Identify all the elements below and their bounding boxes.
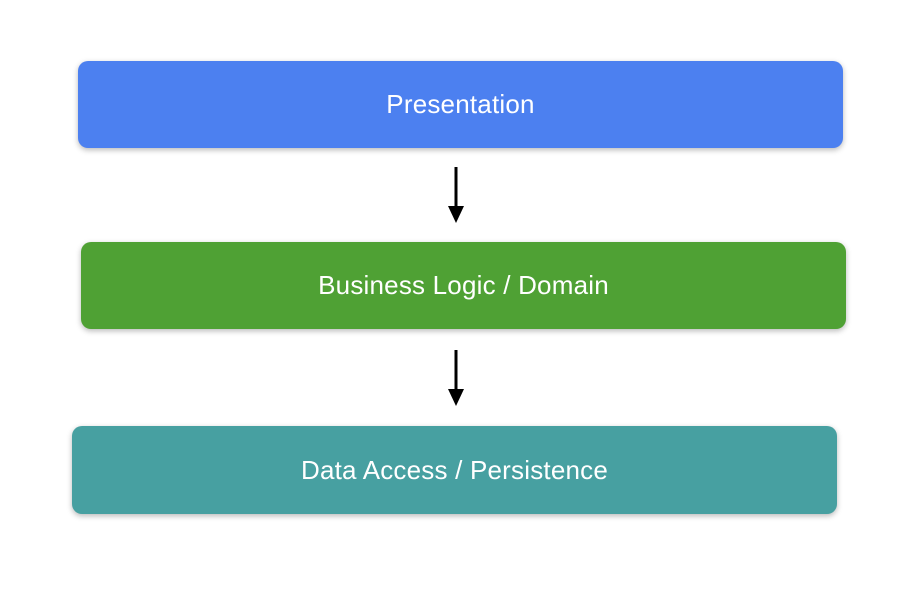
layer-box-data-access: Data Access / Persistence	[72, 426, 837, 514]
layer-label-business-logic: Business Logic / Domain	[318, 270, 609, 300]
layer-label-presentation: Presentation	[386, 89, 535, 119]
down-arrow-icon	[448, 167, 464, 223]
down-arrow-icon	[448, 350, 464, 406]
layer-label-data-access: Data Access / Persistence	[300, 454, 609, 485]
layer-box-presentation: Presentation	[78, 61, 843, 148]
layer-box-business-logic: Business Logic / Domain	[81, 242, 846, 329]
